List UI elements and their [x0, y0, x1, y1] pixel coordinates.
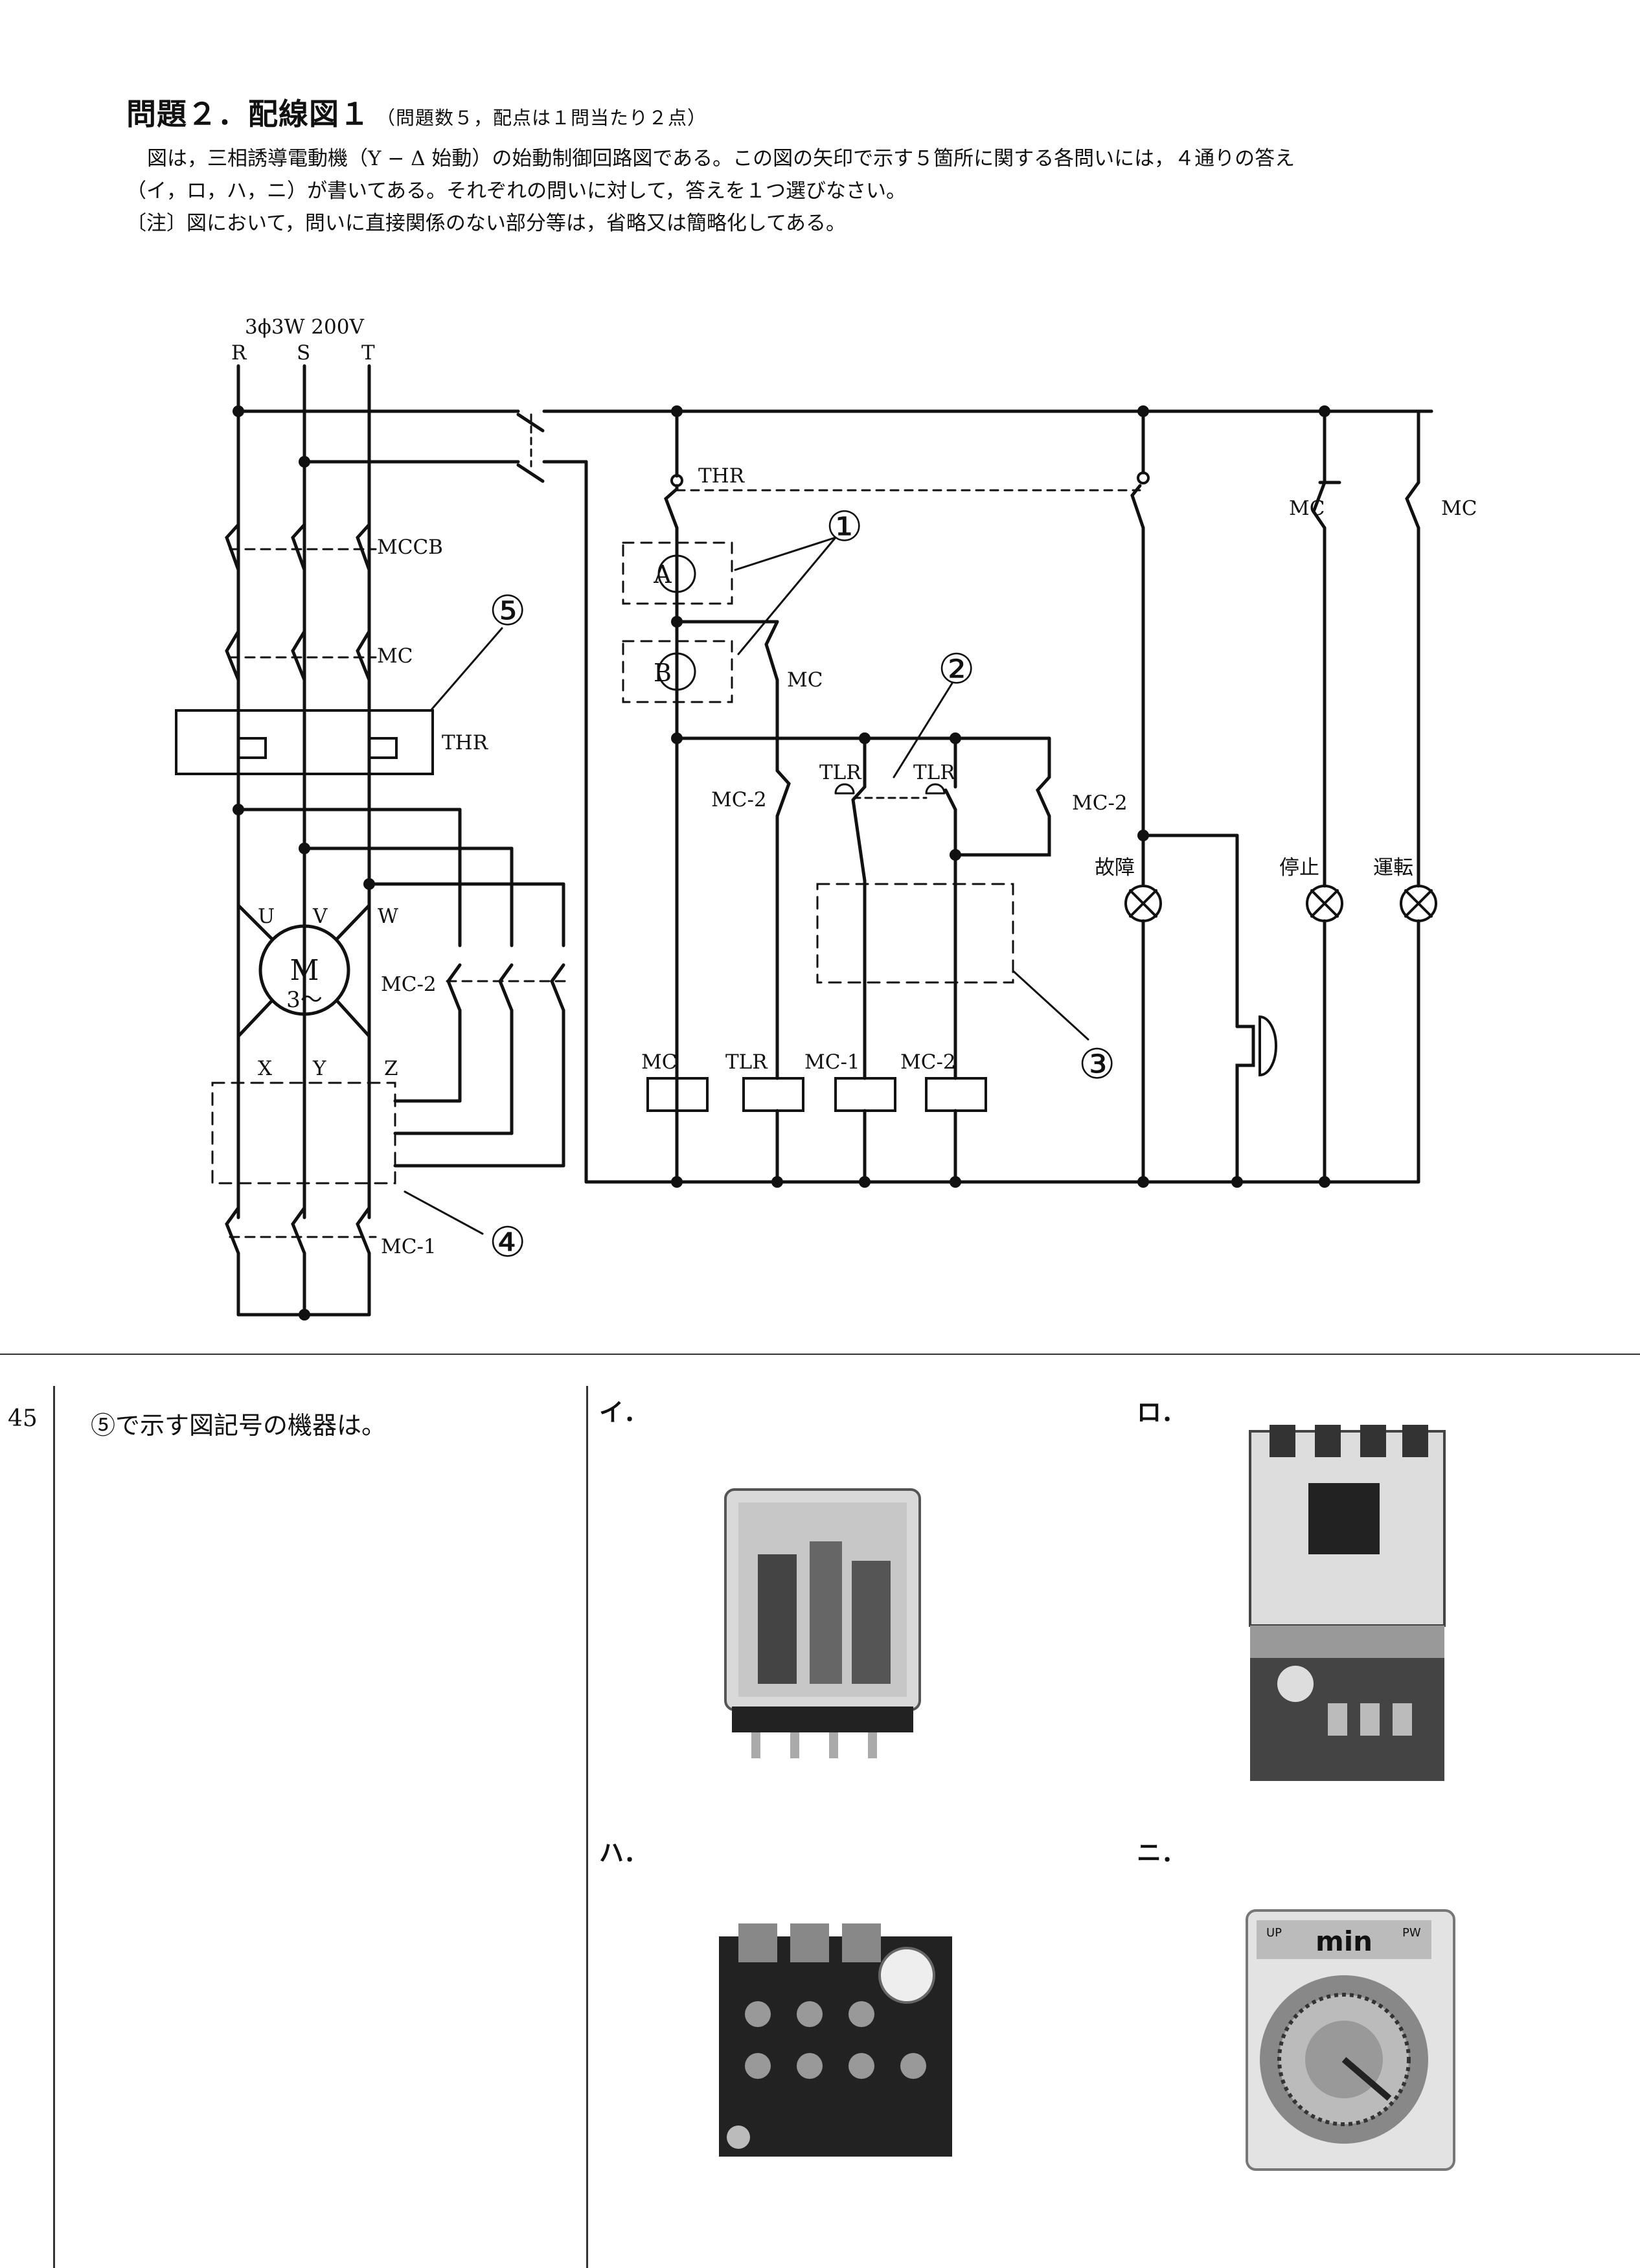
instruction-line-2: （イ，ロ，ハ，ニ）が書いてある。それぞれの問いに対して，答えを１つ選びなさい。: [126, 179, 907, 203]
thermal-relay-photo[interactable]: [712, 1911, 959, 2170]
mc-right2-label: MC: [1441, 497, 1477, 520]
terminal-u: U: [258, 905, 275, 928]
mc-right1-label: MC: [1289, 497, 1325, 520]
timer-pw-label: PW: [1402, 1926, 1421, 1940]
page-subtitle: （問題数５，配点は１問当たり２点）: [376, 107, 707, 129]
marker-5: ⑤: [489, 587, 526, 635]
mc2-left-label: MC-2: [711, 788, 767, 811]
thr-main-label: THR: [442, 731, 489, 754]
option-ni-label[interactable]: ニ．: [1137, 1839, 1187, 1867]
question-number: 45: [8, 1405, 38, 1432]
phase-t-label: T: [361, 341, 375, 365]
motor-m-label: M: [290, 954, 319, 987]
marker-4: ④: [489, 1219, 526, 1267]
plug-in-relay-photo[interactable]: [712, 1477, 946, 1775]
thr-ctrl-label: THR: [698, 464, 746, 488]
terminal-v: V: [312, 905, 328, 928]
coil-mc2-label: MC-2: [900, 1050, 956, 1074]
instruction-line-1: 図は，三相誘導電動機（Y − Δ 始動）の始動制御回路図である。この図の矢印で示…: [147, 147, 1295, 170]
magnetic-starter-photo[interactable]: [1244, 1425, 1451, 1787]
timer-up-label: UP: [1266, 1926, 1282, 1940]
tlr-right-label: TLR: [913, 761, 956, 784]
mc1-main-label: MC-1: [381, 1235, 437, 1258]
option-ha-label[interactable]: ハ．: [599, 1839, 649, 1867]
coil-mc-label: MC: [641, 1050, 677, 1074]
mc-ctrl-label: MC: [787, 668, 823, 692]
grid-column-line: [53, 1386, 55, 2268]
terminal-y: Y: [312, 1057, 326, 1080]
marker-1: ①: [826, 503, 863, 551]
instruction-line-3: 〔注〕図において，問いに直接関係のない部分等は，省略又は簡略化してある。: [126, 212, 847, 235]
instructions: 図は，三相誘導電動機（Y − Δ 始動）の始動制御回路図である。この図の矢印で示…: [126, 142, 1584, 240]
supply-label: 3ϕ3W 200V: [245, 315, 364, 339]
marker-3: ③: [1078, 1041, 1115, 1089]
option-ro-label[interactable]: ロ．: [1137, 1398, 1187, 1427]
tlr-left-label: TLR: [819, 761, 862, 784]
question-text: ⑤で示す図記号の機器は。: [91, 1411, 387, 1440]
timer-relay-photo[interactable]: min UP PW: [1240, 1904, 1461, 2176]
terminal-z: Z: [384, 1057, 398, 1080]
lamp-stop-label: 停止: [1279, 856, 1319, 879]
coil-mc1-label: MC-1: [804, 1050, 860, 1074]
grid-divider: [0, 1354, 1640, 1355]
marker-2: ②: [938, 646, 975, 694]
phase-r-label: R: [231, 341, 247, 365]
mc-main-label: MC: [377, 644, 413, 668]
phase-s-label: S: [297, 341, 310, 365]
mccb-label: MCCB: [377, 536, 443, 559]
grid-column-line: [586, 1386, 588, 2268]
terminal-w: W: [378, 905, 398, 928]
lamp-fault-label: 故障: [1095, 856, 1135, 879]
wiring-diagram: 3ϕ3W 200V R S T MCCB MC THR U V W X Y Z …: [175, 315, 1477, 1321]
coil-tlr-label: TLR: [725, 1050, 768, 1074]
question-header: 問題２．配線図１（問題数５，配点は１問当たり２点） 図は，三相誘導電動機（Y −…: [126, 91, 1584, 240]
option-i-label[interactable]: イ．: [599, 1398, 649, 1427]
terminal-x: X: [258, 1057, 272, 1080]
mc2-right-label: MC-2: [1072, 791, 1128, 815]
page-title: 問題２．配線図１（問題数５，配点は１問当たり２点）: [126, 96, 707, 131]
lamp-run-label: 運転: [1373, 856, 1413, 879]
mc2-main-label: MC-2: [381, 973, 437, 996]
motor-phase-label: 3〜: [286, 987, 323, 1013]
timer-face-label: min: [1315, 1925, 1372, 1957]
